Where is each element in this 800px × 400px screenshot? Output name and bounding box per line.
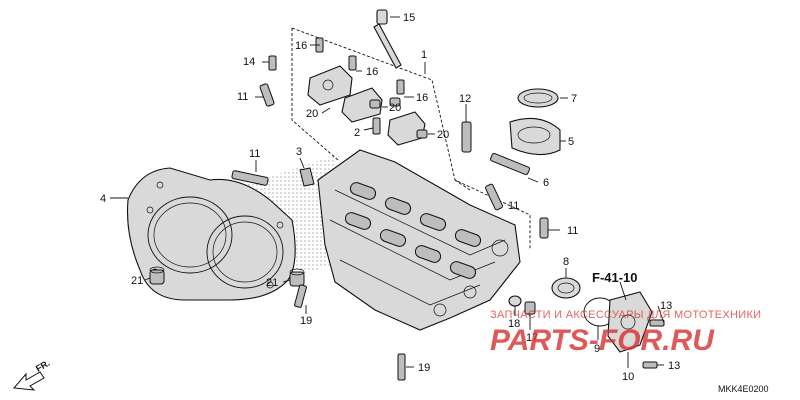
- callout-11b: 11: [249, 148, 260, 160]
- washer-18: [508, 295, 522, 307]
- callout-1: 1: [421, 49, 427, 61]
- callout-21a: 21: [131, 275, 143, 287]
- clip-3: [299, 167, 315, 187]
- spark-plug-11c: [485, 183, 503, 211]
- callout-11c: 11: [567, 225, 578, 237]
- callout-16a: 16: [295, 40, 307, 52]
- spark-plug-11a: [259, 83, 275, 107]
- pipe-6: [490, 152, 530, 176]
- watermark-tagline: ЗАПЧАСТИ И АКСЕССУАРЫ ДЛЯ МОТОТЕХНИКИ: [490, 309, 761, 321]
- diagram-code: MKK4E0200: [718, 384, 769, 394]
- callout-10: 10: [622, 371, 634, 383]
- callout-17: 17: [526, 332, 538, 344]
- callout-3: 3: [296, 146, 302, 158]
- sensor-12: [461, 121, 472, 153]
- callout-14: 14: [243, 56, 255, 68]
- leader-lines: [110, 16, 665, 368]
- callout-2: 2: [354, 127, 360, 139]
- callout-15: 15: [403, 12, 415, 24]
- stud-19b: [397, 353, 406, 381]
- reference-label: F-41-10: [592, 270, 638, 285]
- dowel-pin-21a: [149, 266, 165, 285]
- insulator-5: [509, 117, 561, 156]
- spark-plug-11b: [231, 170, 269, 186]
- callout-19a: 19: [300, 315, 312, 327]
- bolt-13b: [642, 361, 658, 369]
- callout-11d: 11: [508, 200, 519, 212]
- bolt-14: [268, 55, 277, 71]
- callout-19b: 19: [418, 362, 430, 374]
- thermostat-8: [551, 277, 581, 299]
- callout-18: 18: [508, 318, 520, 330]
- head-gasket: [127, 167, 296, 301]
- dowel-pin-21b: [289, 268, 305, 287]
- collar-20c: [416, 129, 428, 139]
- thermostat-housing-10: [607, 291, 653, 353]
- bolt-2: [372, 117, 381, 135]
- hose-clamp-7: [517, 88, 559, 108]
- callout-21b: 21: [266, 277, 278, 289]
- callout-labels: 15 16 16 16 1 14 11 20 20 20 12 7 5 2 3 …: [100, 12, 680, 383]
- bolt-16c: [396, 79, 405, 95]
- callout-13b: 13: [668, 360, 680, 372]
- watermark: ЗАПЧАСТИ И АКСЕССУАРЫ ДЛЯ МОТОТЕХНИКИ PA…: [490, 309, 761, 357]
- assembly-outline: [291, 27, 531, 250]
- cylinder-head: [317, 149, 521, 331]
- cam-holder-upper: [307, 65, 353, 106]
- callout-4: 4: [100, 193, 106, 205]
- bolt-16b: [348, 55, 357, 71]
- front-label: FR.: [34, 358, 52, 374]
- stud-19a: [294, 284, 307, 308]
- callout-11a: 11: [237, 91, 248, 103]
- callout-6: 6: [543, 177, 549, 189]
- spark-plug-11d: [539, 217, 549, 239]
- callout-7: 7: [571, 93, 577, 105]
- watermark-brand: PARTS-FOR.RU: [490, 324, 715, 357]
- callout-9: 9: [594, 343, 600, 355]
- callout-16c: 16: [416, 92, 428, 104]
- callout-13a: 13: [660, 300, 672, 312]
- cam-holder-middle: [341, 87, 383, 123]
- stud-bolt-15: [373, 9, 402, 69]
- collar-20b: [389, 97, 401, 107]
- callout-20c: 20: [437, 129, 449, 141]
- cam-holder-lower: [387, 111, 426, 146]
- callout-20a: 20: [306, 108, 318, 120]
- callout-12: 12: [459, 93, 471, 105]
- callout-20b: 20: [389, 102, 401, 114]
- callout-8: 8: [563, 256, 569, 268]
- front-arrow: FR.: [12, 358, 52, 391]
- callout-5: 5: [568, 136, 574, 148]
- callout-16b: 16: [366, 66, 378, 78]
- collar-20a: [369, 99, 381, 109]
- camshaft-lobes: [344, 182, 482, 279]
